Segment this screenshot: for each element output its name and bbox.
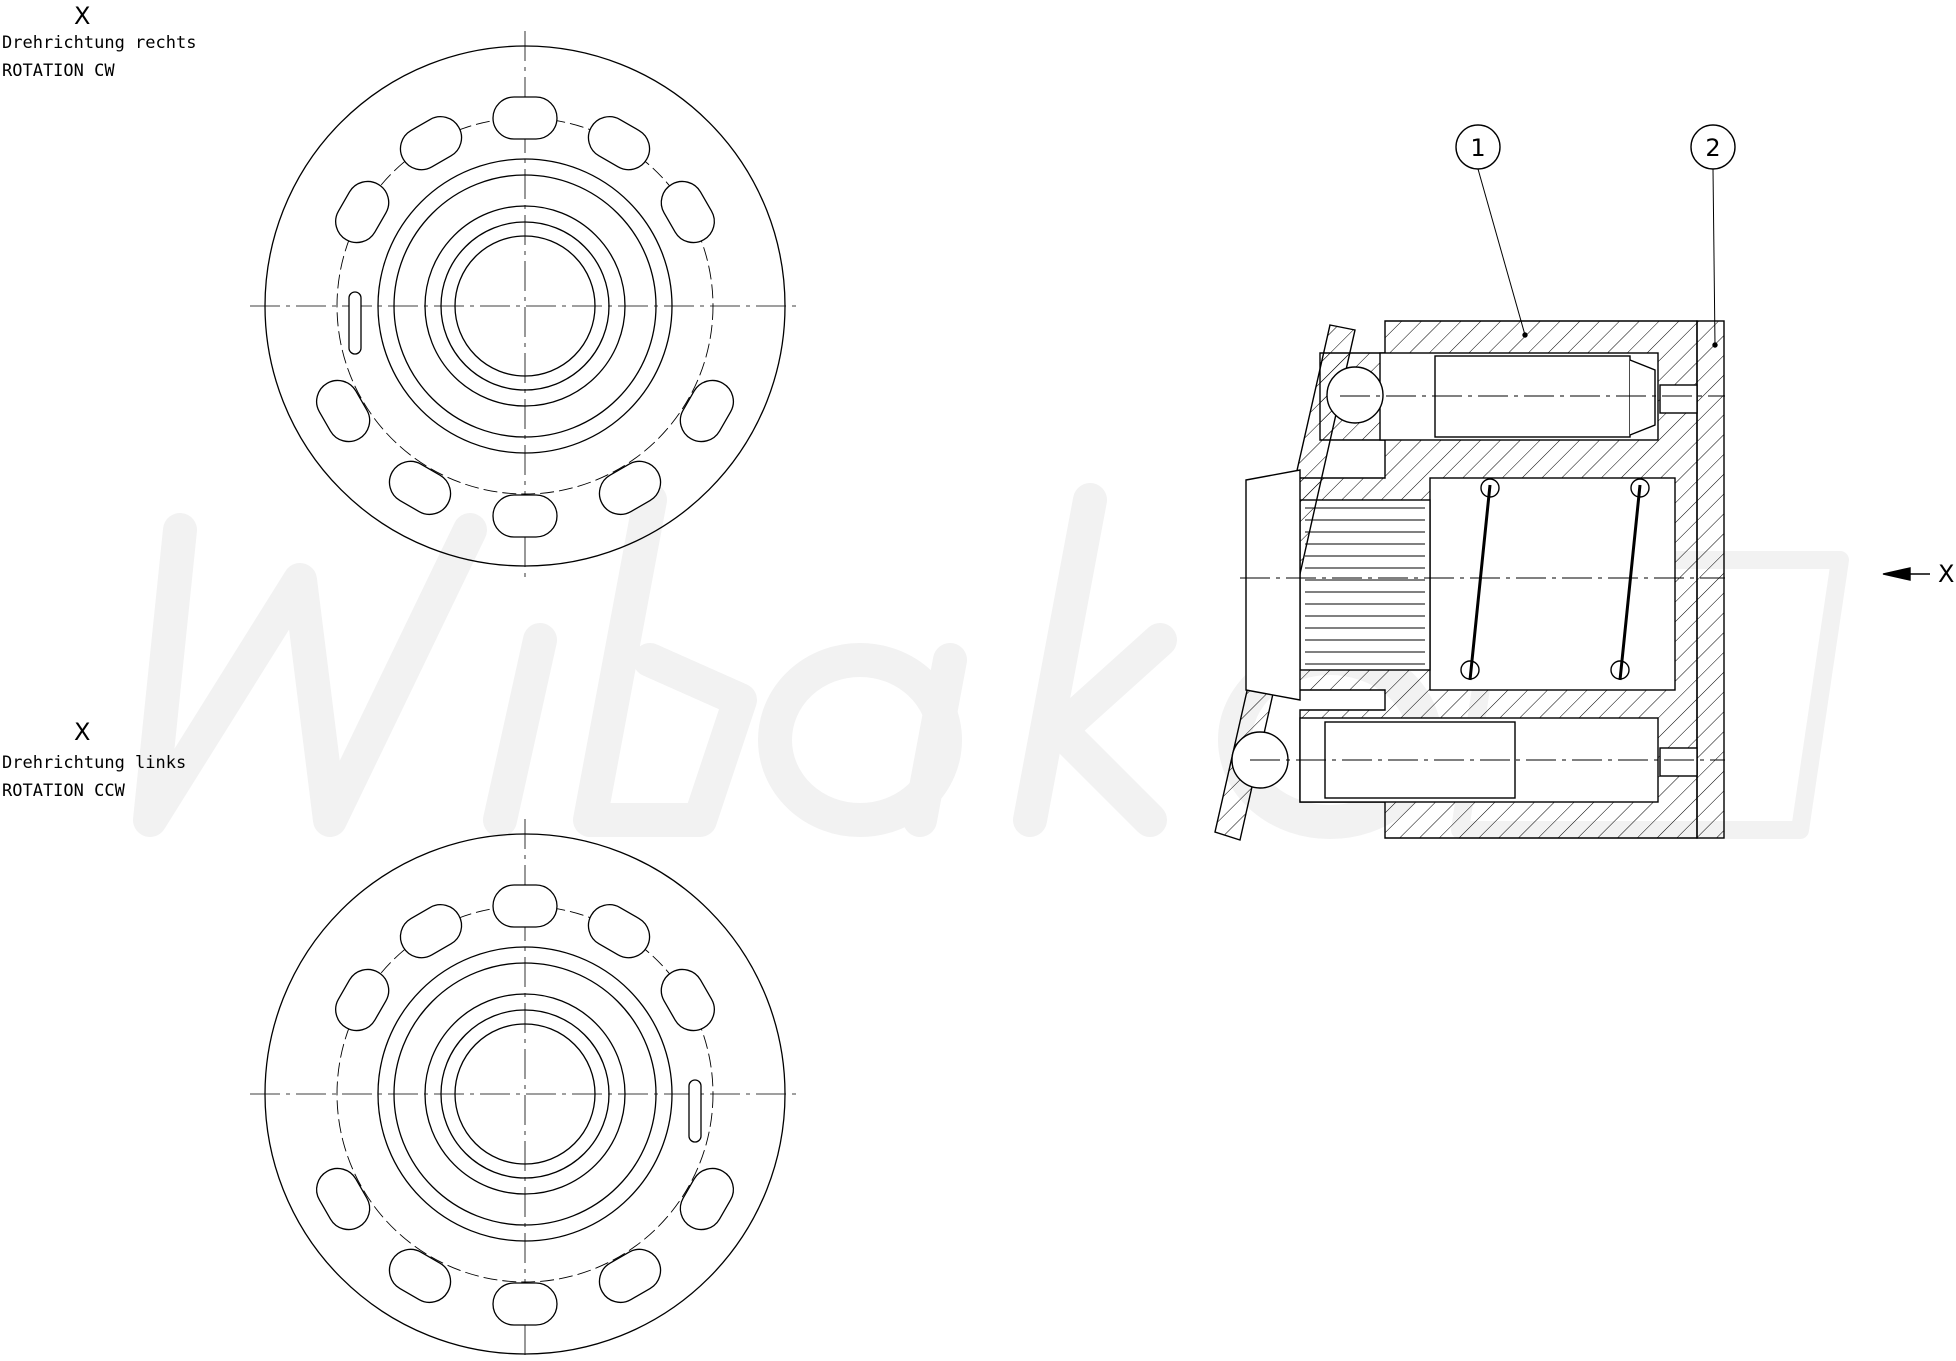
- kidney-port: [492, 1282, 558, 1326]
- view-arrow-label: X: [1938, 560, 1955, 588]
- spring-chamber: [1429, 477, 1676, 691]
- kidney-port: [335, 180, 390, 244]
- spring-wire: [1630, 478, 1650, 498]
- kidney-port: [335, 968, 390, 1032]
- rotor-face-cw: [250, 31, 800, 581]
- spring-coil: [1468, 484, 1492, 681]
- spring-coil: [1618, 484, 1642, 681]
- kidney-port: [679, 1167, 735, 1231]
- kidney-port: [315, 379, 371, 443]
- valve-plate: [1696, 320, 1725, 839]
- kidney-port: [660, 180, 715, 244]
- kidney-port: [587, 904, 651, 959]
- view-label-top: X: [74, 2, 91, 30]
- bore-circle: [393, 174, 657, 438]
- section-view: [1214, 124, 1930, 841]
- balloon-2: [1690, 124, 1736, 170]
- spline-shaft: [1299, 499, 1431, 671]
- rotation-de-bottom: Drehrichtung links: [2, 753, 187, 773]
- locating-pin: [348, 291, 362, 355]
- balloon-1-number: 1: [1470, 134, 1485, 162]
- rotation-en-bottom: ROTATION CCW: [2, 781, 125, 801]
- rotation-en-top: ROTATION CW: [2, 61, 115, 81]
- leader-1: [1477, 168, 1526, 336]
- upper-piston: [1434, 355, 1631, 438]
- kidney-port: [492, 96, 558, 140]
- kidney-port: [399, 116, 463, 171]
- bore-circle: [393, 962, 657, 1226]
- locating-pin: [688, 1079, 702, 1143]
- kidney-port: [492, 884, 558, 928]
- spring-wire: [1480, 478, 1500, 498]
- upper-ball-joint: [1326, 366, 1384, 424]
- rotor-face-ccw: [250, 819, 800, 1361]
- upper-piston-tip: [1629, 359, 1656, 436]
- leader-2: [1712, 168, 1716, 346]
- kidney-port: [587, 116, 651, 171]
- balloon-1: [1455, 124, 1501, 170]
- view-label-bottom: X: [74, 718, 91, 746]
- spring-wire: [1460, 660, 1480, 680]
- shaft-end: [1245, 469, 1301, 701]
- rotation-de-top: Drehrichtung rechts: [2, 33, 197, 53]
- kidney-port: [660, 968, 715, 1032]
- kidney-port: [388, 1248, 452, 1304]
- kidney-port: [598, 460, 662, 516]
- kidney-port: [388, 460, 452, 516]
- kidney-port: [492, 494, 558, 538]
- kidney-port: [315, 1167, 371, 1231]
- kidney-port: [598, 1248, 662, 1304]
- kidney-port: [679, 379, 735, 443]
- balloon-2-number: 2: [1705, 134, 1720, 162]
- spring-wire: [1610, 660, 1630, 680]
- kidney-port: [399, 904, 463, 959]
